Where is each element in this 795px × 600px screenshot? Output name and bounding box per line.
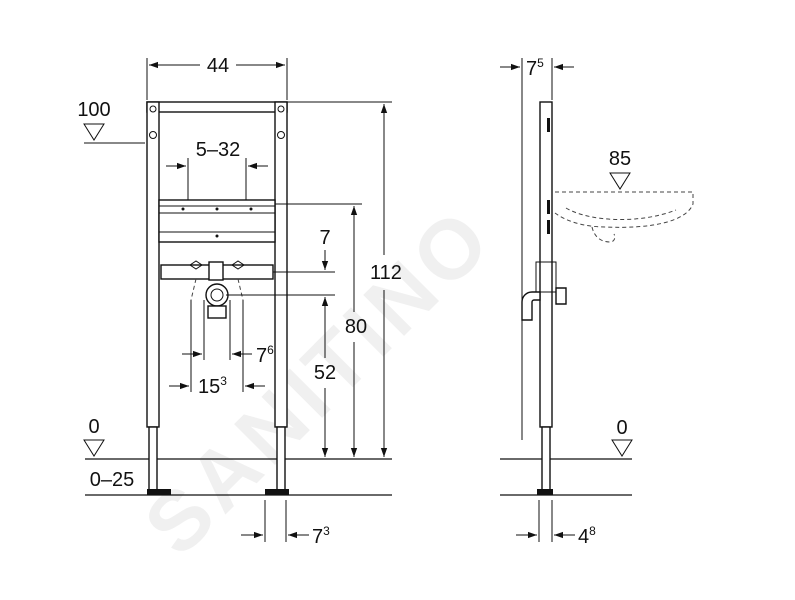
- valve-connection: [555, 287, 567, 305]
- left-leg: [148, 426, 158, 492]
- drain-trap: [521, 291, 541, 321]
- supply-valves: [189, 260, 245, 301]
- left-foot: [147, 489, 171, 495]
- basin-level-85: 85: [609, 148, 631, 170]
- floor-level-zero-left: 0: [88, 416, 99, 438]
- post-hole: [277, 131, 285, 139]
- post-hole: [149, 131, 157, 139]
- right-leg: [276, 426, 286, 492]
- dimension-height-80: 80: [345, 316, 367, 338]
- dimension-foot-4-8: 48: [578, 524, 596, 548]
- level-marker-icon: [83, 439, 105, 457]
- dimension-height-52: 52: [314, 362, 336, 384]
- right-foot: [265, 489, 289, 495]
- dimension-depth-7-5: 75: [526, 56, 544, 80]
- floor-adjust-range: 0–25: [90, 469, 135, 491]
- top-rail: [146, 101, 288, 113]
- right-post: [274, 101, 288, 428]
- post-hole: [277, 105, 285, 113]
- floor-level-zero-right: 0: [616, 417, 627, 439]
- dimension-height-112: 112: [370, 262, 402, 284]
- side-foot: [537, 489, 553, 495]
- left-post: [146, 101, 160, 428]
- dimension-foot-7-3: 73: [312, 524, 330, 548]
- dimension-width: 44: [207, 55, 229, 77]
- frame-profile: [539, 101, 553, 428]
- level-marker-icon: [611, 439, 633, 457]
- level-marker-icon: [83, 123, 105, 141]
- side-leg: [541, 426, 551, 492]
- dimension-offset-7: 7: [319, 227, 330, 249]
- dimension-7-6: 76: [256, 343, 274, 367]
- post-hole: [149, 105, 157, 113]
- level-marker-icon: [609, 172, 631, 190]
- front-view: 44 100 5–32 112 80 7 52: [77, 55, 402, 548]
- basin-outline: [554, 191, 694, 243]
- dimension-15-3: 153: [198, 374, 227, 398]
- dimension-span: 5–32: [196, 139, 241, 161]
- dimension-level-100: 100: [77, 99, 110, 121]
- side-view: 75 85 0 48: [500, 56, 694, 548]
- drain-pipe: [205, 283, 229, 319]
